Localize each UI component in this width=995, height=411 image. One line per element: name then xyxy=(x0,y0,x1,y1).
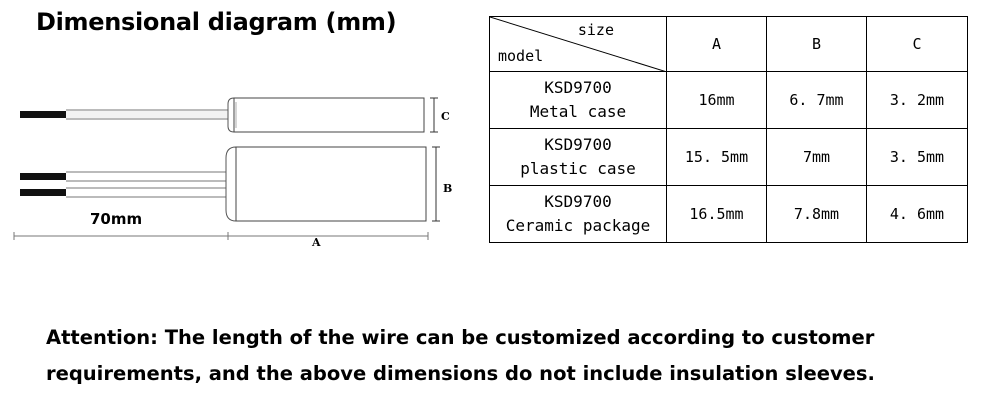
label-b: B xyxy=(443,182,452,195)
corner-size-label: size xyxy=(577,21,614,39)
value-c: 3. 2mm xyxy=(866,71,968,129)
label-c: C xyxy=(441,110,450,123)
column-header-a: A xyxy=(666,16,767,72)
table-row: KSD9700 plastic case 15. 5mm 7mm 3. 5mm xyxy=(489,128,968,186)
value-b: 7mm xyxy=(766,128,867,186)
metal-case-sensor xyxy=(20,97,425,133)
model-cell: KSD9700 plastic case xyxy=(489,128,667,186)
corner-model-label: model xyxy=(498,47,544,65)
attention-note: Attention: The length of the wire can be… xyxy=(46,326,875,385)
label-a: A xyxy=(311,236,321,249)
column-header-c: C xyxy=(866,16,968,72)
dimension-a: 70mm A xyxy=(13,210,429,249)
value-b: 6. 7mm xyxy=(766,71,867,129)
column-header-b: B xyxy=(766,16,867,72)
value-a: 16mm xyxy=(666,71,767,129)
table-corner-cell: size model xyxy=(489,16,667,72)
dimension-c: C xyxy=(430,97,450,133)
value-a: 16.5mm xyxy=(666,185,767,243)
table-row: KSD9700 Metal case 16mm 6. 7mm 3. 2mm xyxy=(489,71,968,129)
plastic-case-sensor xyxy=(20,146,427,222)
value-c: 3. 5mm xyxy=(866,128,968,186)
value-c: 4. 6mm xyxy=(866,185,968,243)
value-a: 15. 5mm xyxy=(666,128,767,186)
dimension-b: B xyxy=(432,146,452,222)
dimensional-drawing: C B 70mm A xyxy=(13,97,452,249)
table-row: KSD9700 Ceramic package 16.5mm 7.8mm 4. … xyxy=(489,185,968,243)
dimension-table: size model A B C KSD9700 Metal case 16mm… xyxy=(489,16,968,243)
model-cell: KSD9700 Metal case xyxy=(489,71,667,129)
page-title: Dimensional diagram (mm) xyxy=(36,8,397,36)
value-b: 7.8mm xyxy=(766,185,867,243)
model-cell: KSD9700 Ceramic package xyxy=(489,185,667,243)
label-wire-length: 70mm xyxy=(90,210,142,228)
